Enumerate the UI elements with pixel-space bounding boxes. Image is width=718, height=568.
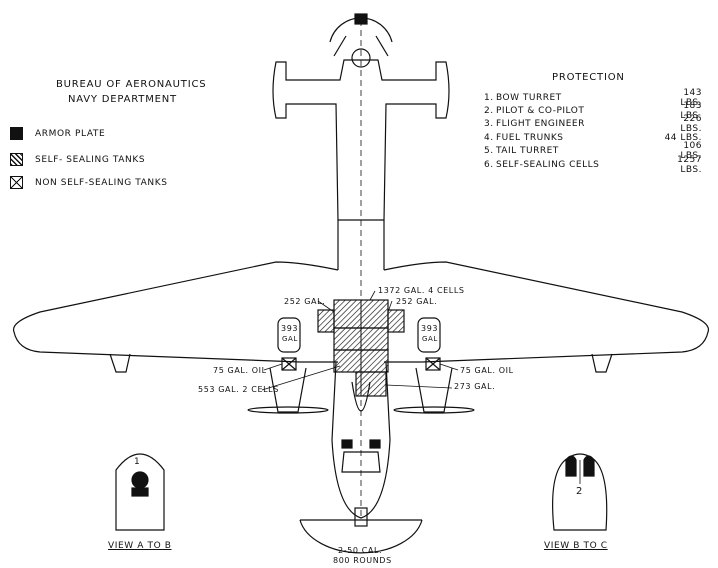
legend-non-label: NON SELF-SEALING TANKS: [35, 177, 168, 188]
tank-label-252-right: 252 GAL.: [396, 297, 438, 306]
tail-gun-arc: [299, 519, 423, 554]
tank-label-252-left: 252 GAL.: [284, 297, 326, 306]
legend-armor-label: ARMOR PLATE: [35, 128, 106, 139]
tank-label-gal-left: GAL: [282, 335, 298, 343]
view-a-to-b-shape: [115, 453, 165, 531]
tail-assembly: [272, 48, 450, 221]
legend-non-self-sealing: NON SELF-SEALING TANKS: [10, 176, 168, 189]
tank-label-273: 273 GAL.: [454, 382, 496, 391]
header-line1: BUREAU OF AERONAUTICS: [56, 79, 207, 90]
view-b-to-c-label: VIEW B TO C: [544, 541, 608, 551]
tank-label-oil-right: 75 GAL. OIL: [460, 366, 514, 375]
view-a-number: 1: [134, 457, 141, 467]
cross-swatch-icon: [10, 176, 23, 189]
right-oil-tank: [425, 357, 441, 371]
right-nacelle: [393, 353, 613, 414]
tank-label-393-left: 393: [281, 324, 299, 333]
legend-self-sealing: SELF- SEALING TANKS: [10, 153, 145, 166]
view-b-number: 2: [576, 486, 583, 497]
view-b-to-c-shape: [552, 453, 608, 531]
legend-self-label: SELF- SEALING TANKS: [35, 154, 146, 165]
left-nacelle: [109, 353, 329, 414]
leader-lines: [261, 290, 459, 391]
wing-outline: [12, 220, 710, 363]
armor-swatch-icon: [10, 127, 23, 140]
tank-label-553: 553 GAL. 2 CELLS: [198, 385, 279, 394]
header-line2: NAVY DEPARTMENT: [68, 94, 177, 105]
hatch-swatch-icon: [10, 153, 23, 166]
left-393-tank: [277, 317, 301, 353]
tank-label-gal-right: GAL: [422, 335, 438, 343]
tail-gun-line2: 800 ROUNDS: [333, 556, 392, 565]
tank-label-oil-left: 75 GAL. OIL: [213, 366, 267, 375]
legend-armor: ARMOR PLATE: [10, 127, 105, 140]
right-393-tank: [417, 317, 441, 353]
left-oil-tank: [281, 357, 297, 371]
tail-gun-line1: 2-50 CAL.: [338, 546, 383, 555]
tank-label-1372: 1372 GAL. 4 CELLS: [378, 286, 465, 295]
view-a-to-b-label: VIEW A TO B: [108, 541, 172, 551]
tank-label-393-right: 393: [421, 324, 439, 333]
protection-title: PROTECTION: [552, 72, 625, 83]
